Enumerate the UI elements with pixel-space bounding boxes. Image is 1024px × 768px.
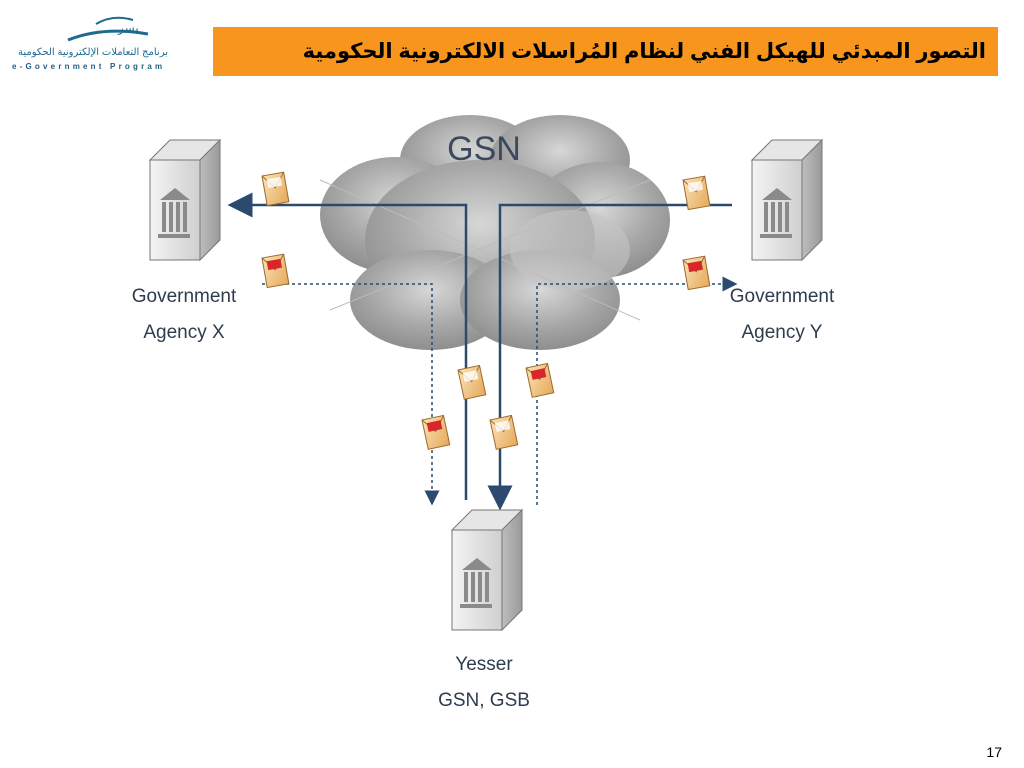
logo-swoosh-icon: يسر: [67, 16, 149, 42]
envelope-icon: [457, 364, 487, 400]
logo-english-text: e-Government Program: [12, 62, 166, 71]
envelope-icon: [489, 414, 519, 450]
yesser-label-line1: Yesser: [455, 654, 513, 675]
agency-y-label-line2: Agency Y: [742, 322, 823, 343]
gsn-cloud: GSN: [319, 115, 670, 350]
envelope-icon: [261, 171, 290, 207]
logo-calligraphy: يسر: [117, 21, 139, 36]
red-envelope-icon: [525, 362, 555, 398]
agency-x-label-line2: Agency X: [143, 322, 225, 343]
yesser-label-line2: GSN, GSB: [438, 690, 530, 711]
red-envelope-icon: [261, 253, 290, 289]
agency-y-label-line1: Government: [730, 286, 835, 307]
dotted-route-to-agency-y: [536, 276, 738, 505]
page-number: 17: [986, 744, 1002, 760]
solid-route-to-yesser: [487, 203, 732, 511]
server-yesser-icon: [450, 508, 524, 632]
server-agency-y-icon: [750, 138, 824, 262]
title-bar: التصور المبدئي للهيكل الفني لنظام المُرا…: [213, 27, 998, 76]
agency-x-label-line1: Government: [132, 286, 237, 307]
red-envelope-icon: [421, 414, 451, 450]
envelope-icon: [682, 175, 711, 211]
solid-route-to-agency-x: [227, 192, 468, 500]
server-agency-x-icon: [148, 138, 222, 262]
logo-arabic-text: برنامج التعاملات الإلكترونية الحكومية: [17, 47, 168, 58]
gsn-label: GSN: [447, 130, 521, 168]
red-envelope-icon: [682, 255, 711, 291]
egov-logo: يسر: [8, 8, 188, 78]
slide-title: التصور المبدئي للهيكل الفني لنظام المُرا…: [302, 40, 986, 63]
